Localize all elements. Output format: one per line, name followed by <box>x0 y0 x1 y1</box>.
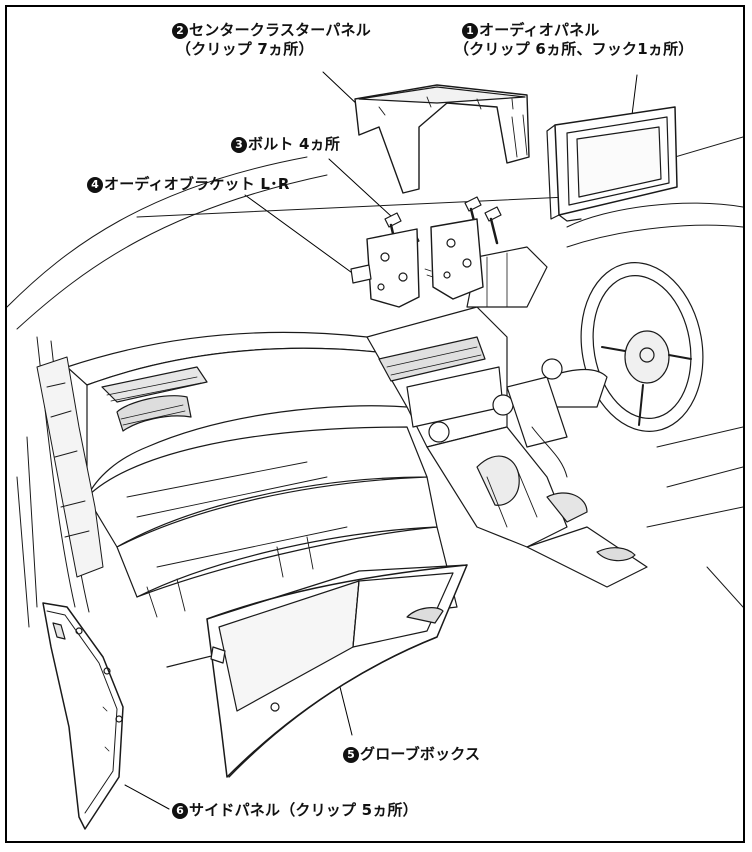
callout-label-4: オーディオブラケット L･R <box>104 175 290 193</box>
callout-label-5: グローブボックス <box>360 745 481 763</box>
steering-wheel <box>506 262 704 478</box>
callout-note-1: （クリップ 6ヵ所、フック1ヵ所） <box>454 40 694 58</box>
callout-label-3: ボルト 4ヵ所 <box>248 135 341 153</box>
bracket-left <box>366 228 420 308</box>
leader-line-4 <box>244 194 356 276</box>
callout-label-6: サイドパネル <box>189 801 281 819</box>
dashboard-body <box>66 331 458 668</box>
center-console <box>366 246 648 588</box>
callout-number-1: 1 <box>462 23 478 39</box>
right-side-dash <box>566 202 743 608</box>
leader-lines <box>124 71 638 810</box>
side-panel-part <box>42 602 124 830</box>
left-door-structure <box>16 356 104 628</box>
leader-line-6 <box>124 784 170 810</box>
leader-line-5 <box>338 682 353 736</box>
center-cluster-panel-part <box>354 84 530 194</box>
leader-line-1 <box>631 74 638 116</box>
callout-label-1: オーディオパネル <box>479 21 600 39</box>
callout-number-2: 2 <box>172 23 188 39</box>
callout-label-2: センタークラスターパネル <box>189 21 371 39</box>
callout-number-5: 5 <box>343 747 359 763</box>
callout-number-3: 3 <box>231 137 247 153</box>
audio-brackets-part <box>350 218 484 308</box>
glove-box-part <box>206 564 468 778</box>
callout-note-6: （クリップ 5ヵ所） <box>280 801 418 819</box>
callout-number-6: 6 <box>172 803 188 819</box>
dashboard-exploded-illustration <box>7 71 743 830</box>
bolt-4 <box>484 206 502 245</box>
callout-number-4: 4 <box>87 177 103 193</box>
audio-panel-part <box>546 106 678 222</box>
leader-line-3 <box>328 158 393 218</box>
callout-note-2: （クリップ 7ヵ所） <box>176 40 314 58</box>
bracket-right <box>430 218 484 300</box>
